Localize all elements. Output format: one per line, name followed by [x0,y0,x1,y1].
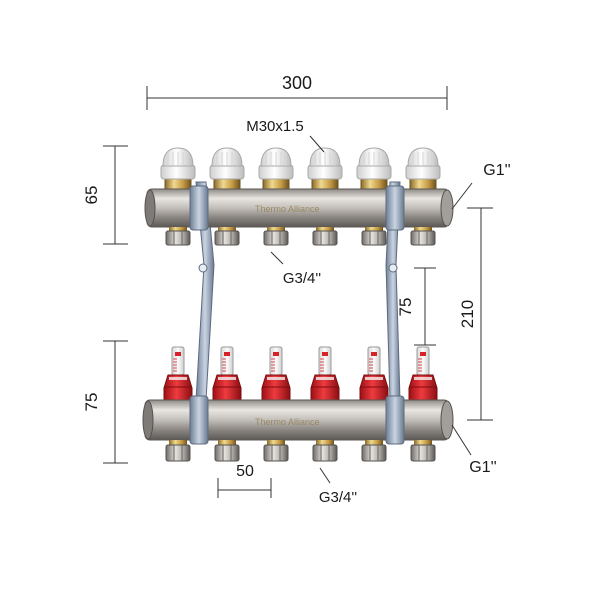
valve-cap [307,147,343,191]
top-manifold-bar: Thermo Alliance [144,147,454,246]
valve-cap [356,147,392,191]
flowmeter [212,346,242,402]
brand-mark-top: Thermo Alliance [255,204,320,214]
outlet-fitting [312,440,338,462]
flowmeter [359,346,389,402]
outlet-fitting [263,227,289,246]
dimension-lines [103,86,493,498]
valve-cap [405,147,441,191]
valve-cap [160,147,196,191]
bar-spacing-dim: 210 [458,300,477,328]
outlet-thread-top-label: G3/4'' [283,270,321,287]
outlet-thread-bottom-label: G3/4'' [319,489,357,506]
bracket-spacing-dim: 75 [396,298,415,317]
main-thread-bottom-label: G1'' [469,459,496,476]
outlet-fitting [263,440,289,462]
bottom-valve-height-dim: 75 [82,393,101,412]
main-thread-top-label: G1'' [483,162,510,179]
flowmeter [408,346,438,402]
outlet-pitch-dim: 50 [236,463,254,480]
valve-cap [258,147,294,191]
outlet-fitting [410,227,436,246]
outlet-fitting [214,440,240,462]
outlet-fitting [312,227,338,246]
top-valve-height-dim: 65 [82,186,101,205]
outlet-fitting [361,227,387,246]
flowmeter [261,346,291,402]
outlet-fitting [165,440,191,462]
bottom-manifold-bar: Thermo Alliance [142,346,454,462]
overall-width-dim: 300 [282,73,312,93]
brand-mark-bottom: Thermo Alliance [255,417,320,427]
outlet-fitting [165,227,191,246]
outlet-fitting [214,227,240,246]
outlet-fitting [361,440,387,462]
flowmeter [163,346,193,402]
outlet-fitting [410,440,436,462]
flowmeter [310,346,340,402]
valve-cap [209,147,245,191]
valve-thread-label: M30x1.5 [246,118,304,135]
